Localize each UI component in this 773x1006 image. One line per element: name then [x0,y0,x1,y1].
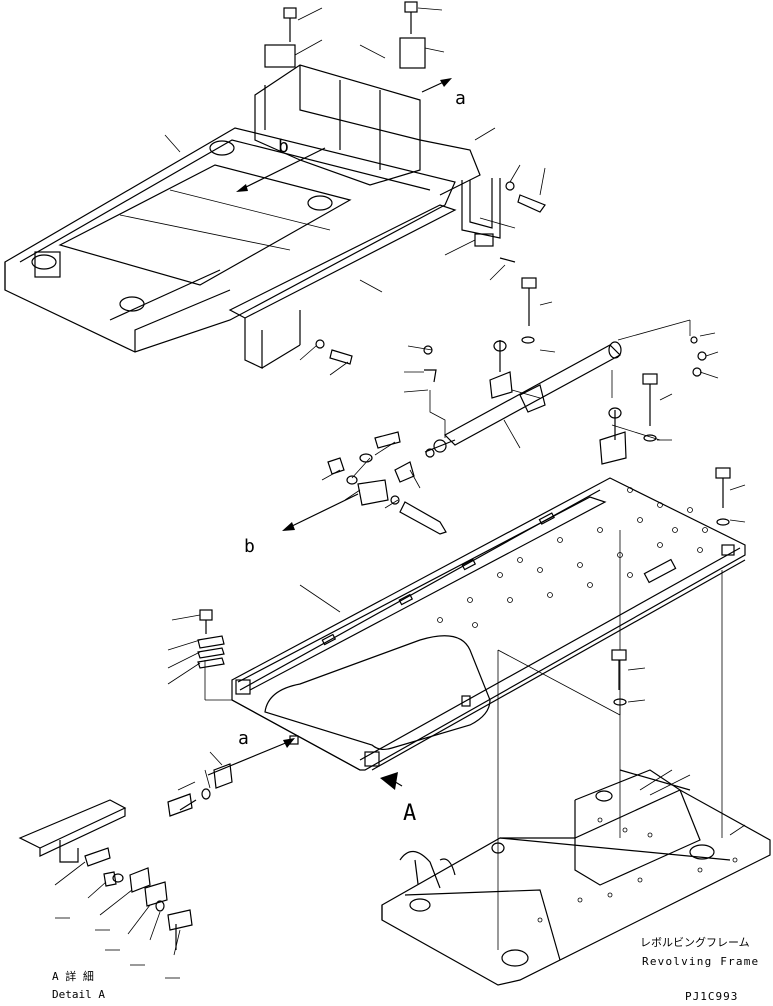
leader-lines-plate [204,530,723,950]
plate-fasteners-left [167,609,646,706]
bolt-icon [283,7,297,42]
arrow-b-top: b [236,136,326,192]
frame-name-en: Revolving Frame [642,955,759,968]
detail-A-view [18,799,193,979]
leader-lines-upper [164,7,546,376]
bracket-fasteners-bottom [167,751,233,817]
bolt-icon [404,1,418,34]
label-b-left: b [244,536,255,557]
label-a-bottom: a [238,728,249,749]
upper-frame-assembly [4,1,546,369]
arrow-a-top: a [421,78,466,109]
arrow-b-left: b [244,493,359,557]
gas-strut-assembly [327,277,731,535]
drawing-code: PJ1C993 [685,990,738,1001]
detail-label-jp: A 詳 細 [52,969,94,983]
revolving-frame [381,769,771,986]
view-arrow-A: A [380,772,416,826]
label-b-top: b [278,136,289,157]
seat-mounting-plate [231,477,746,771]
view-A-label: A [403,801,416,826]
detail-label-en: Detail A [52,988,105,1001]
arrow-a-bottom: a [207,728,299,776]
leader-lines-middle [321,301,746,523]
label-a-top: a [455,88,466,109]
frame-name-jp: レボルビングフレーム [640,935,750,949]
